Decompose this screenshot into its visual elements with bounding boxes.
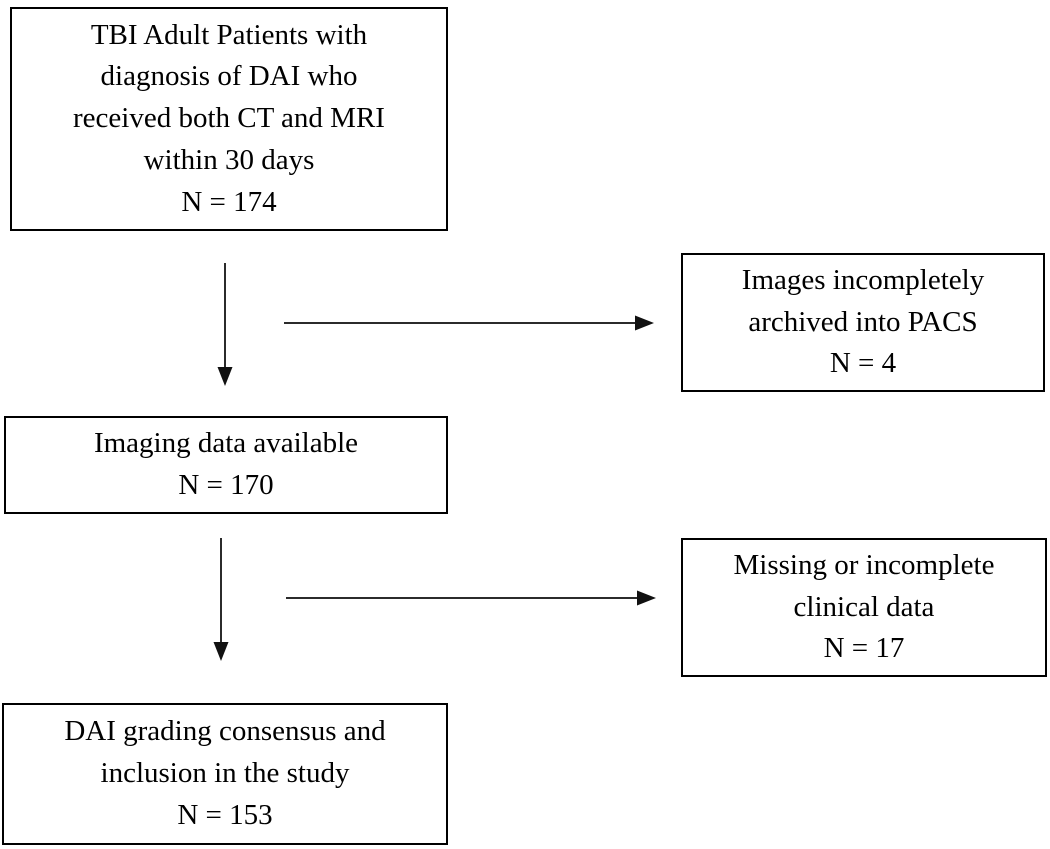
- flow-node-imaging-available: Imaging data available N = 170: [4, 416, 448, 514]
- flow-node-pacs-exclusion: Images incompletely archived into PACS N…: [681, 253, 1045, 392]
- flow-node-final-inclusion: DAI grading consensus and inclusion in t…: [2, 703, 448, 845]
- arrow-start-to-imaging: [217, 263, 233, 386]
- arrow-to-clinical-exclusion: [286, 590, 656, 606]
- flow-node-clinical-exclusion: Missing or incomplete clinical data N = …: [681, 538, 1047, 677]
- flow-node-start: TBI Adult Patients with diagnosis of DAI…: [10, 7, 448, 231]
- arrow-imaging-to-final: [213, 538, 229, 661]
- arrow-to-pacs-exclusion: [284, 315, 654, 331]
